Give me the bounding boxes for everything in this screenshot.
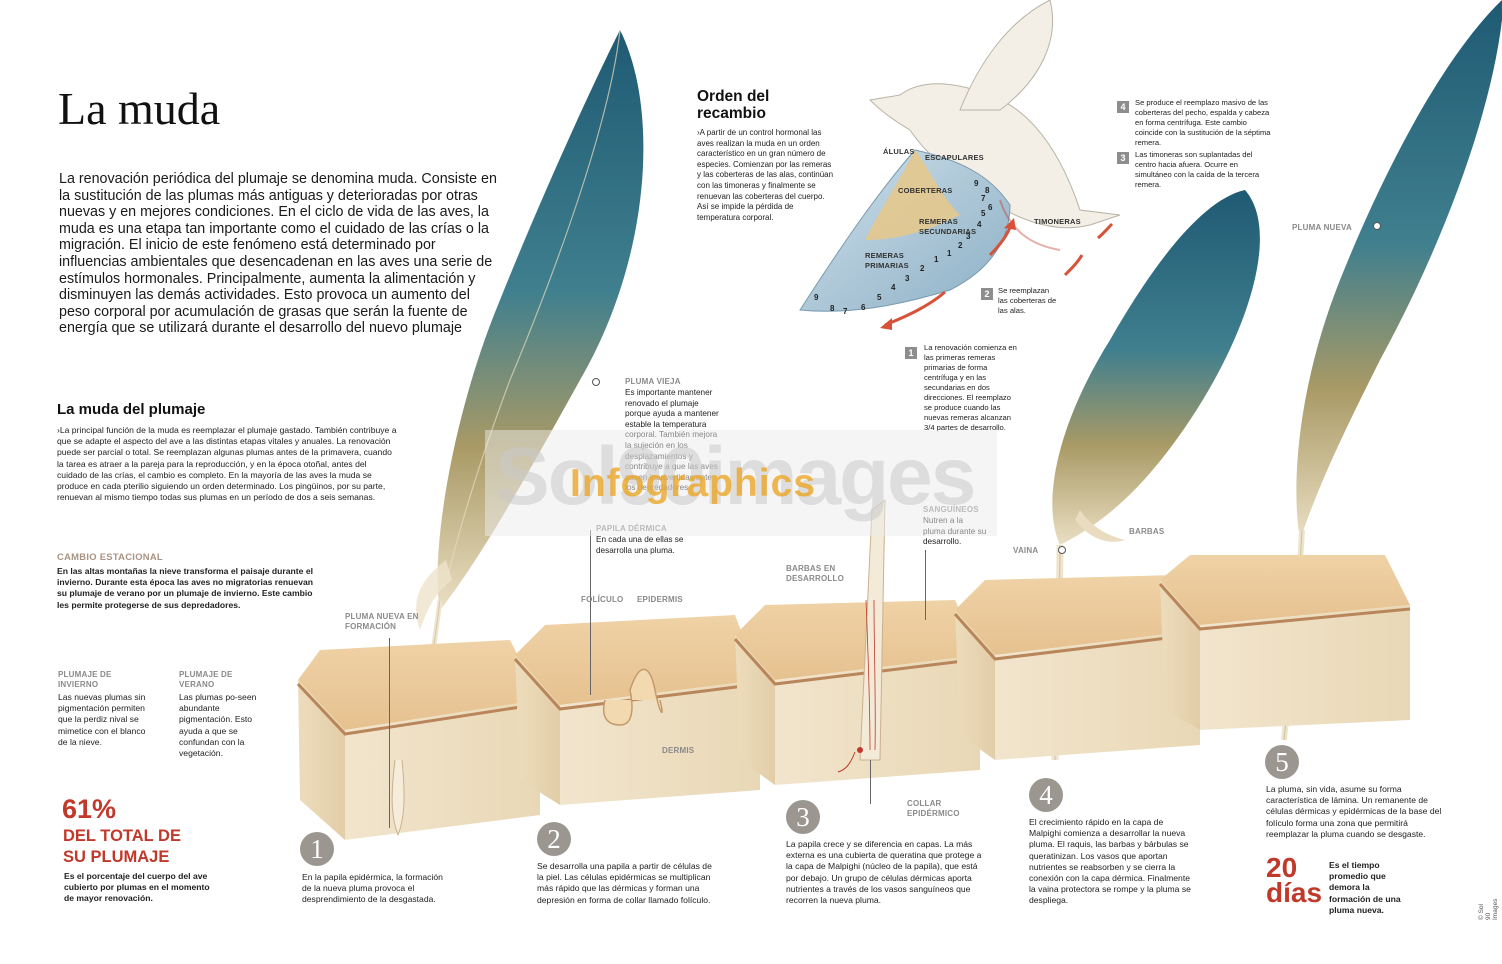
order-step-text: La renovación comienza en las primeras r… <box>924 343 1017 432</box>
page-title: La muda <box>58 83 221 134</box>
bird-label-coberteras: COBERTERAS <box>898 186 953 195</box>
skin-block-3 <box>733 498 981 785</box>
pluma-vieja-label: PLUMA VIEJA <box>625 377 681 386</box>
papila-leader <box>590 530 591 695</box>
pluma-vieja-marker <box>592 378 600 386</box>
barbas-desarrollo-label: BARBAS EN DESARROLLO <box>786 564 844 583</box>
wing-number: 3 <box>966 232 971 241</box>
foliculo-label: FOLÍCULO <box>581 595 624 604</box>
invierno-heading: PLUMAJE DE INVIERNO <box>58 670 112 689</box>
skin-block-4 <box>953 575 1201 760</box>
step-text: Se desarrolla una papila a partir de cél… <box>537 861 712 905</box>
wing-number: 5 <box>981 209 986 218</box>
dermis-label: DERMIS <box>662 746 695 755</box>
step-number: 1 <box>300 832 334 866</box>
stat-61-text: Es el porcentaje del cuerpo del ave cubi… <box>64 871 210 904</box>
wing-number: 7 <box>843 307 848 316</box>
wing-number: 2 <box>958 241 963 250</box>
order-step-number: 1 <box>905 347 917 359</box>
step-number: 3 <box>786 800 820 834</box>
stat-20-text: Es el tiempo promedio que demora la form… <box>1329 860 1401 915</box>
order-step-number: 4 <box>1117 101 1129 113</box>
skin-block-1 <box>296 640 541 840</box>
epidermis-label: EPIDERMIS <box>637 595 683 604</box>
wing-number: 8 <box>830 304 835 313</box>
step-number: 2 <box>537 822 571 856</box>
step-number: 4 <box>1029 778 1063 812</box>
verano-heading: PLUMAJE DE VERANO <box>179 670 233 689</box>
bird-label-timoneras: TIMONERAS <box>1034 217 1081 226</box>
barbas-label: BARBAS <box>1129 527 1165 536</box>
collar-leader <box>870 760 871 804</box>
orden-heading: Orden del recambio <box>697 88 770 122</box>
credit: © Sol 90 Images <box>1478 898 1499 920</box>
wing-number: 6 <box>861 303 866 312</box>
wing-number: 9 <box>814 293 819 302</box>
wing-number: 7 <box>981 194 986 203</box>
orden-text: ›A partir de un control hormonal las ave… <box>697 128 834 222</box>
cambio-text: En las altas montañas la nieve transform… <box>57 566 314 610</box>
step-text: La papila crece y se diferencia en capas… <box>786 839 982 906</box>
step-text: En la papila epidérmica, la formación de… <box>302 872 443 905</box>
verano-text: Las plumas po-seen abundante pigmentació… <box>179 692 257 759</box>
plumaje-heading: La muda del plumaje <box>57 401 206 418</box>
vaina-marker <box>1058 546 1066 554</box>
wing-number: 9 <box>974 179 979 188</box>
sanguineos-leader <box>925 550 926 620</box>
skin-block-5 <box>1158 555 1411 730</box>
bird-label-escapulares: ESCAPULARES <box>925 153 984 162</box>
order-step-text: Se reemplazan las coberteras de las alas… <box>998 286 1057 315</box>
stat-61-value: 61% <box>62 794 117 824</box>
step-text: La pluma, sin vida, asume su forma carac… <box>1266 784 1442 839</box>
order-step-text: Se produce el reemplazo masivo de las co… <box>1135 98 1271 147</box>
wing-number: 1 <box>947 249 952 258</box>
order-step-text: Las timoneras son suplantadas del centro… <box>1135 150 1260 189</box>
wing-number: 4 <box>891 283 896 292</box>
bird-illustration <box>799 0 1121 312</box>
wing-number: 6 <box>988 203 993 212</box>
skin-block-2 <box>513 615 761 805</box>
papila-text: En cada una de ellas se desarrolla una p… <box>596 535 684 555</box>
order-arrows <box>880 218 1114 330</box>
bird-label-remeras-pri: REMERAS PRIMARIAS <box>865 251 909 270</box>
pluma-nueva-marker <box>1373 222 1381 230</box>
wing-number: 2 <box>920 264 925 273</box>
wing-number: 3 <box>905 274 910 283</box>
pluma-nueva-formacion-leader <box>389 638 390 828</box>
collar-label: COLLAR EPIDÉRMICO <box>907 799 960 818</box>
order-step-number: 3 <box>1117 152 1129 164</box>
invierno-text: Las nuevas plumas sin pigmentación permi… <box>58 692 146 747</box>
pluma-nueva-label: PLUMA NUEVA <box>1292 223 1352 232</box>
intro-paragraph: La renovación periódica del plumaje se d… <box>59 171 497 337</box>
pluma-nueva-formacion-label: PLUMA NUEVA EN FORMACIÓN <box>345 612 419 631</box>
wing-number: 4 <box>977 220 982 229</box>
step-text: El crecimiento rápido en la capa de Malp… <box>1029 817 1191 906</box>
watermark-brand: Sol90images <box>495 431 976 522</box>
bird-label-alulas: ÁLULAS <box>883 147 915 156</box>
stat-20-value: 20 días <box>1266 852 1323 908</box>
bird-label-remeras-sec: REMERAS SECUNDARIAS <box>919 217 977 236</box>
cambio-heading: CAMBIO ESTACIONAL <box>57 551 163 562</box>
wing-number: 8 <box>985 186 990 195</box>
order-step-number: 2 <box>981 288 993 300</box>
wing-number: 1 <box>934 255 939 264</box>
plumaje-text: ›La principal función de la muda es reem… <box>57 425 397 503</box>
watermark-box <box>485 430 997 536</box>
watermark-subtitle: Infographics <box>570 462 817 505</box>
step-number: 5 <box>1265 745 1299 779</box>
stat-61-heading: DEL TOTAL DE SU PLUMAJE <box>63 827 181 866</box>
wing-number: 5 <box>877 293 882 302</box>
vaina-label: VAINA <box>1013 546 1039 555</box>
